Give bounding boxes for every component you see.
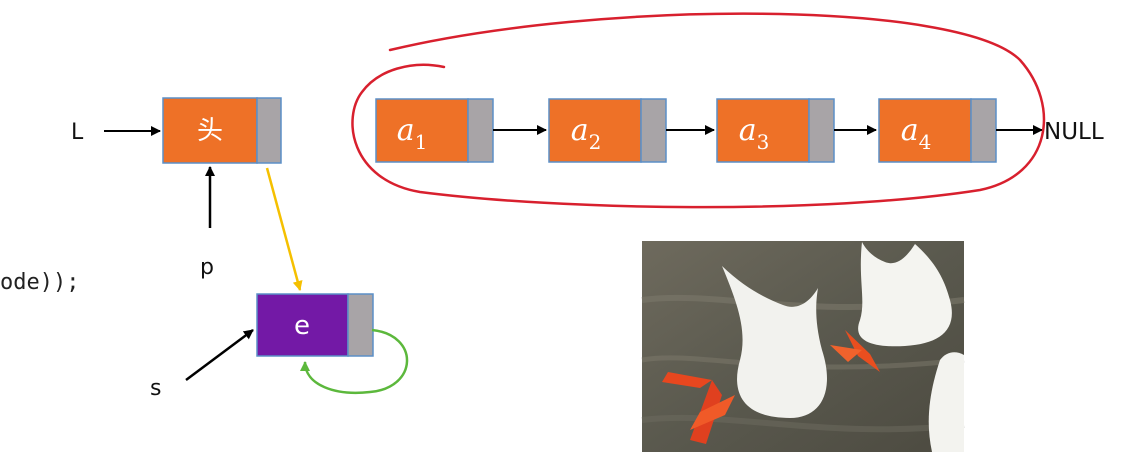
list-node-2: a2 [548,98,667,163]
list-node-1: a1 [375,98,494,163]
head-node: 头 [162,97,282,164]
head-node-pointer [256,97,282,164]
list-node-1-label: a1 [397,113,428,154]
label-p: p [200,255,214,280]
list-node-4-label: a4 [901,113,932,154]
list-node-2-pointer [640,98,667,163]
list-node-2-label: a2 [571,113,602,154]
list-node-1-pointer [467,98,494,163]
list-node-4-pointer [970,98,997,163]
list-node-3: a3 [716,98,835,163]
new-node-label: e [294,311,310,341]
new-node-pointer [347,293,374,357]
new-node-data [256,293,349,357]
list-node-1-data [375,98,469,163]
label-s: s [150,376,161,401]
list-node-2-data [548,98,642,163]
arrow-new-node-self-loop [300,328,409,395]
list-node-4: a4 [878,98,997,163]
arrow-head-to-new-node [265,167,303,291]
null-label: NULL [1044,119,1104,145]
arrow-s-to-new-node [185,328,254,382]
head-node-label: 头 [197,116,223,146]
list-node-3-pointer [808,98,835,163]
list-node-3-label: a3 [739,113,770,154]
list-node-4-data [878,98,972,163]
label-L: L [71,120,84,145]
red-highlight-ellipse [351,12,1046,209]
code-fragment: ode)); [0,270,79,295]
new-node: e [256,293,374,357]
ducks-photo [641,241,965,452]
